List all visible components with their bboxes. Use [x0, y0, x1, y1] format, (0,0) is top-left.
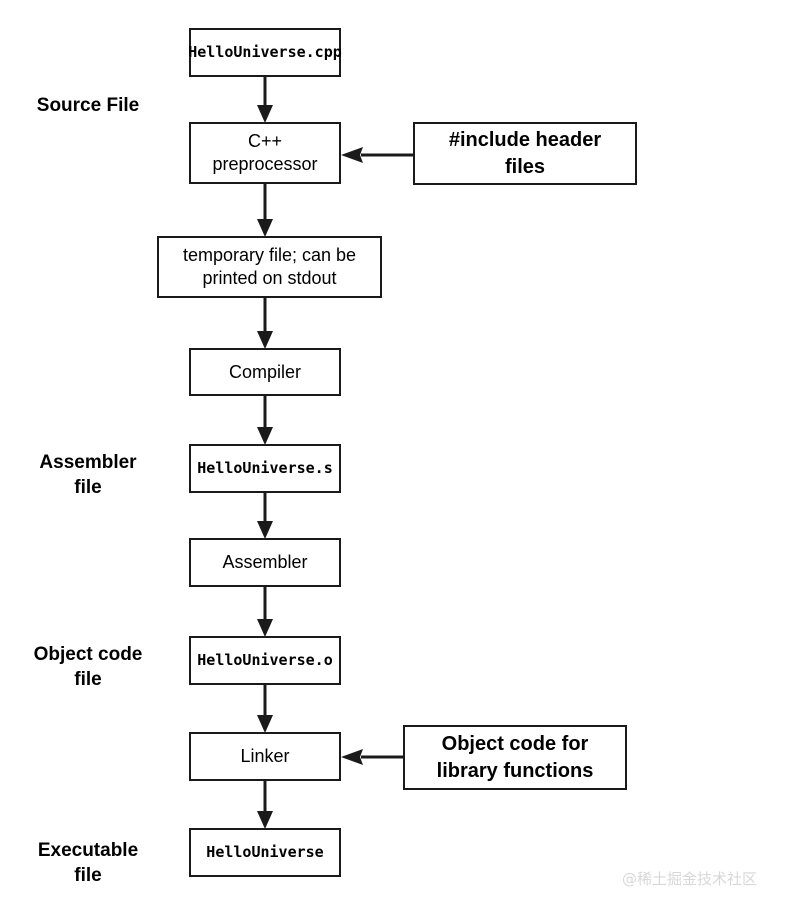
node-hellouniverse-o[interactable]: HelloUniverse.o	[189, 636, 341, 685]
arrow-library-to-linker	[339, 742, 405, 772]
stage-label-text: Executable file	[37, 840, 139, 886]
node-label: HelloUniverse.o	[197, 651, 333, 669]
stage-label-source-file: Source File	[8, 93, 168, 118]
node-label: Linker	[240, 746, 290, 766]
stage-label-object-code-file: Object code file	[8, 642, 168, 692]
stage-label-text: Assembler file	[39, 452, 137, 498]
watermark-label: @稀土掘金技术社区	[622, 870, 758, 888]
arrow-preprocessor-to-tempfile	[251, 182, 279, 238]
node-cpp-preprocessor[interactable]: C++ preprocessor	[189, 122, 341, 184]
node-label: #include header files	[448, 128, 602, 178]
node-label: Object code for library functions	[436, 732, 594, 782]
node-hellouniverse-cpp[interactable]: HelloUniverse.cpp	[188, 28, 342, 77]
arrow-compiler-to-hellouniverse-s	[251, 394, 279, 446]
node-object-code-library[interactable]: Object code for library functions	[403, 725, 627, 790]
arrow-tempfile-to-compiler	[251, 296, 279, 350]
node-label: HelloUniverse.cpp	[188, 43, 342, 61]
node-linker[interactable]: Linker	[189, 732, 341, 781]
node-compiler[interactable]: Compiler	[189, 348, 341, 396]
node-label: C++ preprocessor	[212, 131, 318, 174]
node-label: temporary file; can be printed on stdout	[182, 245, 357, 288]
stage-label-assembler-file: Assembler file	[8, 450, 168, 500]
arrow-linker-to-hellouniverse-exe	[251, 779, 279, 830]
stage-label-text: Source File	[36, 95, 140, 116]
node-assembler[interactable]: Assembler	[189, 538, 341, 587]
watermark-text: @稀土掘金技术社区	[622, 868, 757, 889]
stage-label-executable-file: Executable file	[8, 838, 168, 888]
arrow-cpp-to-preprocessor	[251, 75, 279, 124]
arrow-hellouniverse-s-to-assembler	[251, 491, 279, 540]
node-temporary-file[interactable]: temporary file; can be printed on stdout	[157, 236, 382, 298]
node-hellouniverse-exe[interactable]: HelloUniverse	[189, 828, 341, 877]
stage-label-text: Object code file	[33, 644, 143, 690]
node-label: HelloUniverse	[206, 843, 324, 861]
arrow-headers-to-preprocessor	[339, 140, 415, 170]
node-hellouniverse-s[interactable]: HelloUniverse.s	[189, 444, 341, 493]
arrow-hellouniverse-o-to-linker	[251, 683, 279, 734]
node-label: Assembler	[222, 552, 308, 572]
node-label: HelloUniverse.s	[197, 459, 333, 477]
arrow-assembler-to-hellouniverse-o	[251, 585, 279, 638]
node-include-header-files[interactable]: #include header files	[413, 122, 637, 185]
node-label: Compiler	[228, 361, 302, 382]
